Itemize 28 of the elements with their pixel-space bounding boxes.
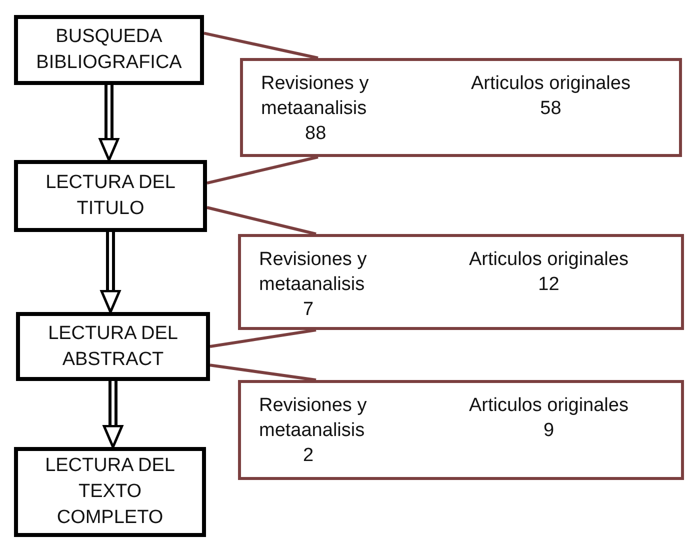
count-value: 12 bbox=[538, 273, 560, 297]
category-label: Articulos originales bbox=[469, 394, 628, 418]
process-box bbox=[14, 15, 204, 85]
result-box bbox=[238, 380, 684, 480]
box-label: LECTURA DEL TEXTO COMPLETO bbox=[44, 454, 176, 530]
category-label: Revisiones y metaanalisis bbox=[259, 394, 368, 443]
connector-line bbox=[206, 206, 316, 236]
count-value: 9 bbox=[543, 419, 554, 443]
category-label: Articulos originales bbox=[469, 248, 628, 272]
connector-line bbox=[204, 32, 318, 60]
count-value: 2 bbox=[303, 444, 314, 468]
result-box bbox=[240, 58, 682, 157]
category-label: Revisiones y metaanalisis bbox=[261, 72, 370, 121]
connector-line bbox=[206, 156, 318, 184]
box-label: LECTURA DEL ABSTRACT bbox=[47, 322, 179, 372]
count-value: 58 bbox=[540, 97, 562, 121]
connector-line bbox=[210, 364, 316, 382]
box-label: LECTURA DEL TITULO bbox=[44, 171, 176, 221]
process-box bbox=[14, 447, 206, 537]
count-value: 7 bbox=[303, 298, 314, 322]
connector-line bbox=[210, 328, 316, 348]
category-label: Articulos originales bbox=[471, 72, 630, 96]
result-box bbox=[238, 234, 684, 330]
process-box bbox=[16, 312, 210, 381]
count-value: 88 bbox=[305, 122, 326, 146]
box-label: BUSQUEDA BIBLIOGRAFICA bbox=[35, 25, 183, 75]
category-label: Revisiones y metaanalisis bbox=[259, 248, 368, 297]
process-box bbox=[14, 160, 207, 232]
